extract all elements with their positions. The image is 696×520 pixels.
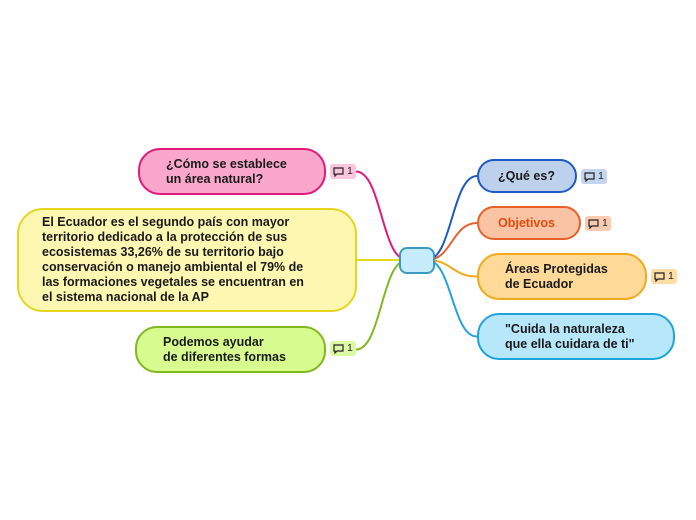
topic-label: ¿Cómo se establece un área natural?: [166, 156, 287, 186]
topic-ecuador-info[interactable]: El Ecuador es el segundo país con mayor …: [17, 208, 357, 312]
connector-cuida: [426, 259, 478, 338]
comment-badge[interactable]: 1: [330, 341, 356, 356]
comment-badge[interactable]: 1: [581, 169, 607, 184]
topic-label: El Ecuador es el segundo país con mayor …: [42, 215, 304, 304]
topic-label: Áreas Protegidas de Ecuador: [505, 261, 608, 291]
topic-areas-protegidas[interactable]: Áreas Protegidas de Ecuador: [477, 253, 647, 300]
comment-badge[interactable]: 1: [330, 164, 356, 179]
comment-icon: [333, 343, 344, 354]
comment-badge[interactable]: 1: [585, 216, 611, 231]
topic-cuida-la-naturaleza[interactable]: "Cuida la naturaleza que ella cuidara de…: [477, 313, 675, 360]
connector-que: [426, 175, 478, 261]
topic-que-es[interactable]: ¿Qué es?: [477, 159, 577, 193]
topic-label: ¿Qué es?: [498, 168, 555, 183]
topic-label: Podemos ayudar de diferentes formas: [163, 334, 286, 364]
central-topic[interactable]: [399, 247, 435, 274]
connector-podemos: [355, 259, 408, 351]
connector-como: [355, 170, 408, 261]
topic-label: Objetivos: [498, 215, 555, 230]
comment-icon: [584, 171, 595, 182]
topic-podemos-ayudar[interactable]: Podemos ayudar de diferentes formas: [135, 326, 326, 373]
comment-count: 1: [668, 270, 674, 282]
comment-icon: [588, 218, 599, 229]
comment-badge[interactable]: 1: [651, 269, 677, 284]
comment-icon: [654, 271, 665, 282]
comment-count: 1: [347, 342, 353, 354]
comment-count: 1: [347, 165, 353, 177]
topic-label: "Cuida la naturaleza que ella cuidara de…: [505, 321, 635, 351]
comment-count: 1: [602, 217, 608, 229]
topic-como-se-establece[interactable]: ¿Cómo se establece un área natural?: [138, 148, 326, 195]
comment-icon: [333, 166, 344, 177]
comment-count: 1: [598, 170, 604, 182]
topic-objetivos[interactable]: Objetivos: [477, 206, 581, 240]
